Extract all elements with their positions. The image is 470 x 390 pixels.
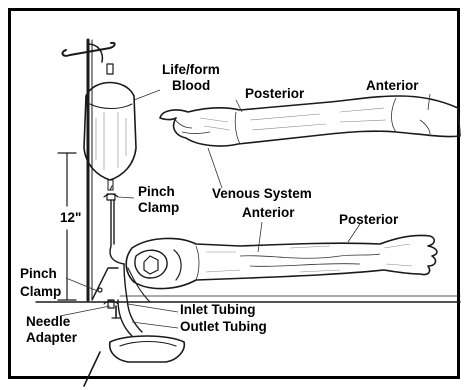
blood-bag-label-line2: Blood [172,78,210,93]
arm-lower [126,235,437,288]
drip-tubing [110,200,124,264]
collection-dish [84,336,184,386]
needle-adapter-label-line2: Adapter [26,330,78,345]
posterior-top-label: Posterior [245,86,305,101]
inlet-tubing-label: Inlet Tubing [180,302,255,317]
posterior-lower-label: Posterior [339,212,399,227]
height-dimension [58,153,76,300]
venous-system-label: Venous System [212,186,312,201]
pinch-clamp-upper [104,186,118,200]
arm-upper [160,96,460,146]
pinch-clamp-upper-label-line2: Clamp [138,200,179,215]
base-table [36,268,460,302]
anterior-lower-label: Anterior [242,205,295,220]
pinch-clamp-lower-label-line2: Clamp [20,284,61,299]
needle-adapter-label-line1: Needle [26,314,71,329]
iv-pole [63,40,115,300]
anterior-top-label: Anterior [366,78,419,93]
inlet-outlet-tubing [118,264,150,336]
blood-bag-label-line1: Life/form [162,62,220,77]
height-12-label: 12" [60,210,81,225]
outlet-tubing-label: Outlet Tubing [180,319,267,334]
pinch-clamp-lower-label-line1: Pinch [20,266,57,281]
pinch-clamp-upper-label-line1: Pinch [138,184,175,199]
